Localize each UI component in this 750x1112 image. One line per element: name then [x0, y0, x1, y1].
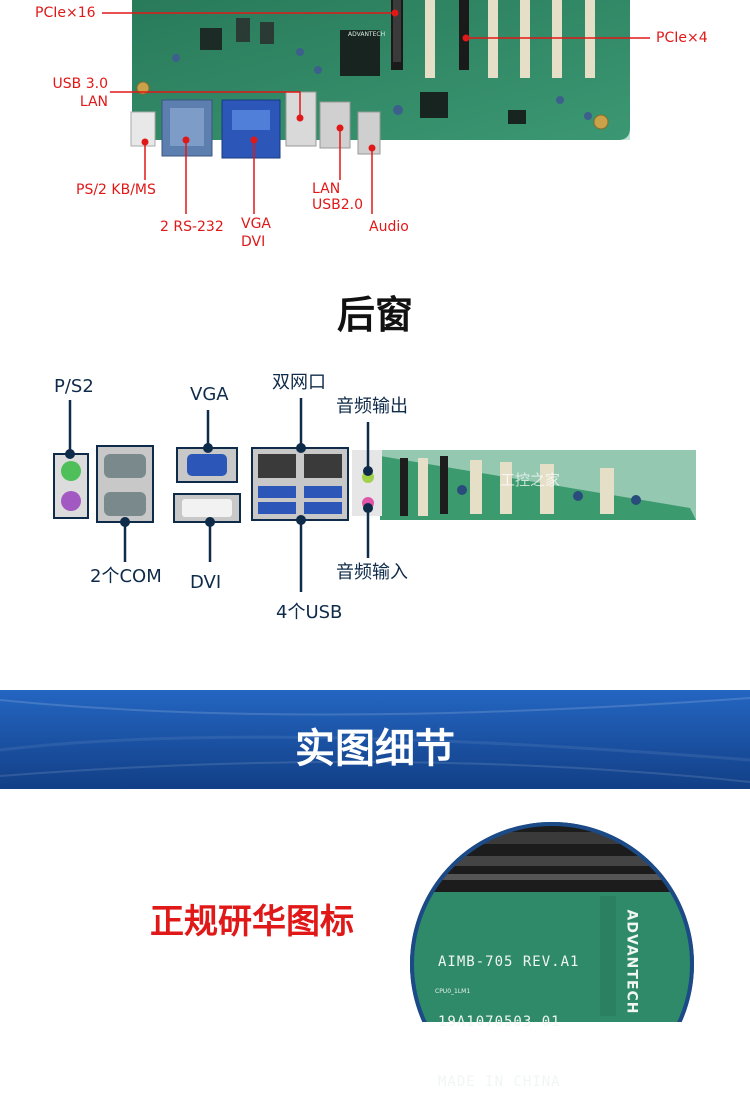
- svg-text:ADVANTECH: ADVANTECH: [348, 31, 385, 38]
- detail-banner-bg: [0, 690, 750, 789]
- detail-magnified-image: [410, 822, 694, 1022]
- label-usb: 4个USB: [276, 602, 343, 623]
- banner-title: 实图细节: [295, 726, 455, 772]
- label-vga: VGA: [241, 216, 272, 232]
- label-rs232: 2 RS-232: [160, 219, 224, 235]
- label-dvi-rear: DVI: [190, 572, 222, 593]
- label-audio: Audio: [369, 219, 409, 235]
- advantech-brand: ADVANTECH: [623, 909, 640, 1015]
- label-lan: LAN: [79, 94, 108, 110]
- label-ps2-kb-ms: PS/2 KB/MS: [76, 182, 156, 198]
- label-dvi: DVI: [241, 234, 266, 250]
- rear-window-title: 后窗: [336, 293, 413, 337]
- chip-line-2: 19A1070503 01: [438, 1014, 561, 1030]
- label-usb20: USB2.0: [312, 197, 364, 213]
- chip-line-1: AIMB-705 REV.A1: [438, 954, 580, 970]
- logo-heading: 正规研华图标: [150, 902, 354, 942]
- label-usb30: USB 3.0: [52, 76, 108, 92]
- label-lan-2: LAN: [312, 181, 341, 197]
- cpu-label: CPU0_1LM1: [435, 988, 471, 995]
- label-dual-lan: 双网口: [272, 372, 326, 393]
- label-vga-rear: VGA: [190, 384, 229, 405]
- label-pcie16: PCIe×16: [35, 5, 96, 21]
- label-pcie4: PCIe×4: [656, 30, 708, 46]
- rear-panel-image: 工控之家: [53, 398, 696, 592]
- motherboard-top-image: ADVANTECH: [102, 0, 650, 214]
- watermark-text: 工控之家: [500, 471, 560, 489]
- label-audio-in: 音频输入: [336, 562, 408, 583]
- chip-line-3: MADE IN CHINA: [438, 1074, 561, 1090]
- label-ps2: P/S2: [54, 376, 94, 397]
- label-com: 2个COM: [90, 566, 162, 587]
- label-audio-out: 音频输出: [336, 396, 408, 417]
